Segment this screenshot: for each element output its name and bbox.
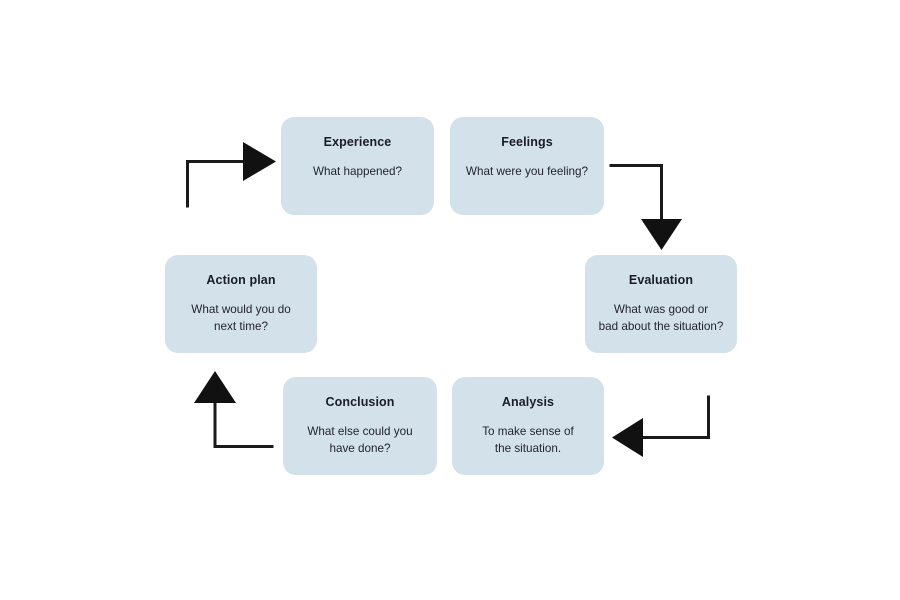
node-experience[interactable]: Experience What happened?: [281, 117, 434, 215]
connector-conclusion-to-action-plan: [194, 371, 274, 448]
node-analysis-description: To make sense of the situation.: [482, 425, 574, 455]
node-feelings-description: What were you feeling?: [465, 165, 589, 178]
node-conclusion-title: Conclusion: [325, 395, 395, 409]
node-action-plan-description: What would you do next time?: [191, 303, 291, 333]
node-experience-title: Experience: [323, 135, 392, 149]
connector-feelings-to-evaluation: [609, 164, 682, 250]
node-conclusion-description: What else could you have done?: [307, 425, 413, 455]
connector-into-experience: [186, 142, 276, 208]
node-feelings[interactable]: Feelings What were you feeling?: [450, 117, 604, 215]
node-action-plan-title: Action plan: [206, 273, 276, 287]
node-analysis[interactable]: Analysis To make sense of the situation.: [452, 377, 604, 475]
node-analysis-title: Analysis: [501, 395, 555, 409]
node-evaluation-description: What was good or bad about the situation…: [598, 303, 724, 333]
node-experience-description: What happened?: [312, 165, 403, 178]
node-feelings-title: Feelings: [501, 135, 553, 149]
node-action-plan[interactable]: Action plan What would you do next time?: [165, 255, 317, 353]
node-conclusion[interactable]: Conclusion What else could you have done…: [283, 377, 437, 475]
node-evaluation[interactable]: Evaluation What was good or bad about th…: [585, 255, 737, 353]
node-evaluation-title: Evaluation: [628, 273, 694, 287]
connector-evaluation-to-analysis: [612, 395, 710, 457]
